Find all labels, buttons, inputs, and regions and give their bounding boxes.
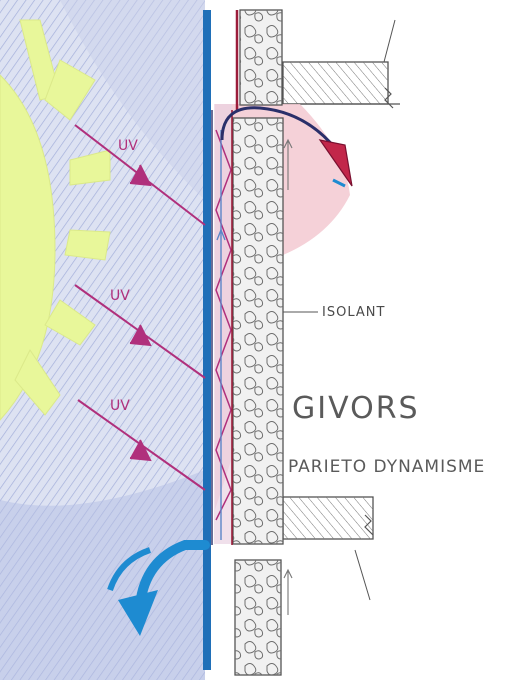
- uv-label: UV: [118, 138, 138, 154]
- uv-label: UV: [110, 288, 130, 304]
- project-title: GIVORS: [292, 391, 420, 426]
- uv-label: UV: [110, 398, 130, 414]
- insulation-lower: [235, 560, 281, 675]
- insulation-upper: [240, 10, 282, 105]
- lower-upflow-arrow-icon: [284, 570, 292, 615]
- glass-pane: [203, 10, 212, 670]
- insulation-main: [233, 118, 283, 544]
- insulation-label: ISOLANT: [322, 305, 385, 320]
- lower-slab: [283, 497, 373, 600]
- upper-slab: [283, 20, 400, 108]
- project-subtitle: PARIETO DYNAMISME: [288, 457, 485, 477]
